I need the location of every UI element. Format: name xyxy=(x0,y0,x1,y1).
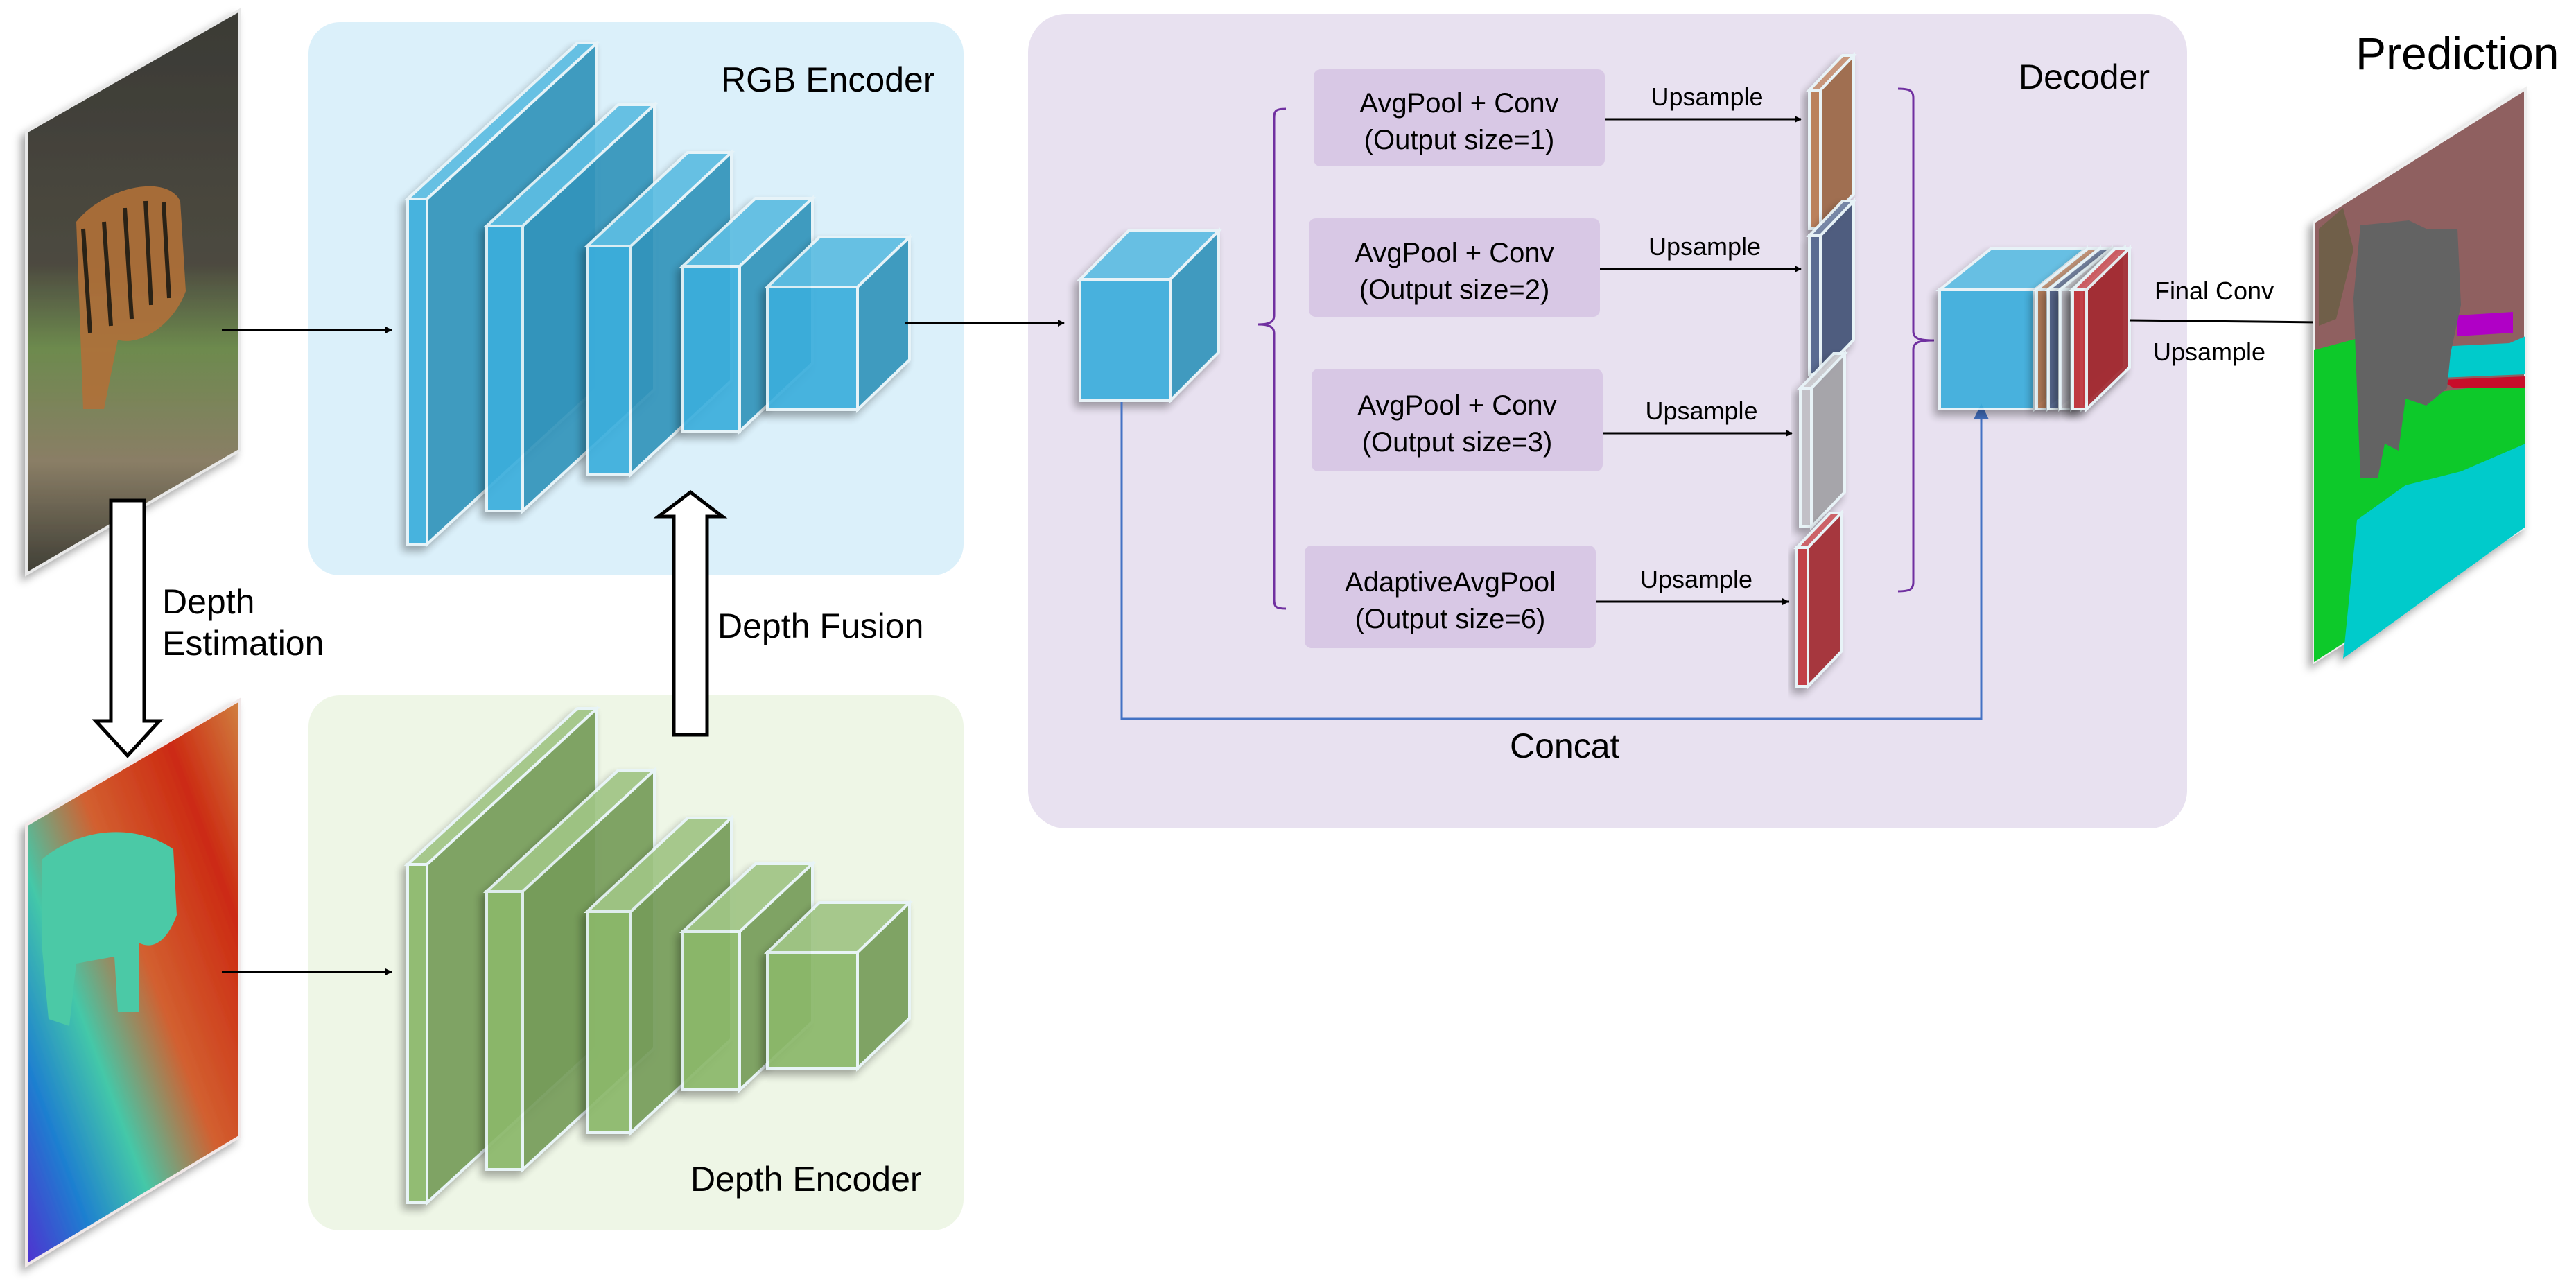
segment-water xyxy=(2343,444,2525,659)
layer-front-face xyxy=(681,930,741,1091)
layer-front-face xyxy=(681,265,741,433)
branch-op-box xyxy=(1312,369,1603,471)
depth-fusion-arrow-icon xyxy=(653,489,728,737)
final-conv-label: Final Conv xyxy=(2155,277,2274,305)
layer-front-face xyxy=(766,286,859,411)
depth-estimation-arrow-icon xyxy=(92,498,164,758)
branch-op-label-line1: AvgPool + Conv xyxy=(1355,238,1554,268)
branch-op-label-line2: (Output size=2) xyxy=(1359,275,1550,305)
branch-merge-brace xyxy=(1897,87,1935,593)
upsampled-feature-plate-2 xyxy=(1806,198,1857,378)
branch-op-label-line2: (Output size=3) xyxy=(1362,427,1553,458)
segment-animal xyxy=(2353,220,2461,478)
rgb-encoder-title: RGB Encoder xyxy=(721,60,934,99)
segment-plant xyxy=(2319,208,2353,326)
depth-encoder-layers xyxy=(403,705,913,1206)
layer-front-face xyxy=(1808,89,1822,230)
pyramid-branch-1: AvgPool + Conv (Output size=1) Upsample xyxy=(1314,52,1857,232)
segment-water-far xyxy=(2440,336,2525,378)
pyramid-branch-3: AvgPool + Conv (Output size=3) Upsample xyxy=(1312,350,1848,530)
upsample-label: Upsample xyxy=(1651,82,1763,111)
layer-front-face xyxy=(1795,546,1809,688)
layer-front-face xyxy=(1938,288,2036,410)
branch-op-label-line2: (Output size=1) xyxy=(1364,125,1555,155)
branch-op-label-line1: AvgPool + Conv xyxy=(1359,88,1558,119)
layer-front-face xyxy=(485,225,524,512)
layer-front-face xyxy=(2071,288,2088,410)
depth-estimation-label-line1: Depth xyxy=(162,582,254,621)
layer-front-face xyxy=(406,198,428,546)
branch-split-brace xyxy=(1257,107,1287,610)
layer-front-face xyxy=(586,910,632,1134)
rgb-input-image xyxy=(25,8,241,577)
branch-op-box xyxy=(1314,69,1605,166)
branch-op-box xyxy=(1309,218,1600,317)
upsample-label: Upsample xyxy=(1648,232,1761,261)
prediction-title: Prediction xyxy=(2356,28,2559,79)
layer-front-face xyxy=(485,890,524,1171)
upsampled-feature-plate-4 xyxy=(1793,510,1845,690)
upsampled-feature-plate-1 xyxy=(1806,52,1857,232)
depth-encoder-title: Depth Encoder xyxy=(690,1160,922,1199)
branch-op-label-line1: AdaptiveAvgPool xyxy=(1345,567,1556,598)
rgb-encoder-layer-5 xyxy=(764,234,913,413)
decoder-panel xyxy=(1028,14,2187,828)
concatenated-feature-block xyxy=(1935,245,2133,412)
upsample-label: Upsample xyxy=(1645,397,1757,425)
prediction-segmentation-map xyxy=(2313,86,2527,665)
layer-front-face xyxy=(2035,288,2049,410)
layer-front-face xyxy=(1799,387,1813,528)
upsample-label: Upsample xyxy=(1640,565,1752,593)
layer-front-face xyxy=(1079,278,1172,402)
pyramid-branch-2: AvgPool + Conv (Output size=2) Upsample xyxy=(1309,198,1857,378)
pyramid-branch-4: AdaptiveAvgPool (Output size=6) Upsample xyxy=(1305,510,1845,690)
layer-front-face xyxy=(766,951,859,1070)
concat-front-red-plate xyxy=(2069,245,2133,412)
pyramid-branches: AvgPool + Conv(Output size=1)UpsampleAvg… xyxy=(1305,52,1857,690)
final-upsample-label: Upsample xyxy=(2153,338,2265,366)
concat-label: Concat xyxy=(1510,726,1620,765)
layer-front-face xyxy=(406,863,428,1204)
layer-front-face xyxy=(2059,288,2073,410)
layer-front-face xyxy=(1808,234,1822,376)
depth-estimation-label-line2: Estimation xyxy=(162,624,324,663)
layer-front-face xyxy=(2047,288,2061,410)
depth-fusion-label: Depth Fusion xyxy=(717,607,923,645)
depth-encoder-layer-5 xyxy=(764,899,913,1072)
rgb-encoder-layer-4 xyxy=(679,195,817,435)
depth-map-image xyxy=(25,697,241,1268)
layer-front-face xyxy=(586,245,632,476)
rgb-encoder-layers xyxy=(403,40,913,548)
concat-skip-line xyxy=(1120,402,1983,720)
segment-fence xyxy=(2457,312,2513,336)
upsampled-feature-plate-3 xyxy=(1797,350,1848,530)
branch-op-label-line1: AvgPool + Conv xyxy=(1357,390,1556,421)
decoder-input-cube xyxy=(1077,227,1222,404)
segment-strip xyxy=(2440,376,2525,388)
branch-op-label-line2: (Output size=6) xyxy=(1355,604,1546,634)
decoder-input-feature-cube xyxy=(1077,227,1222,404)
branch-op-box xyxy=(1305,546,1596,648)
final-conv-arrow xyxy=(2129,318,2320,326)
concat-arrowhead-icon xyxy=(1974,403,1989,419)
decoder-title: Decoder xyxy=(2019,58,2150,96)
